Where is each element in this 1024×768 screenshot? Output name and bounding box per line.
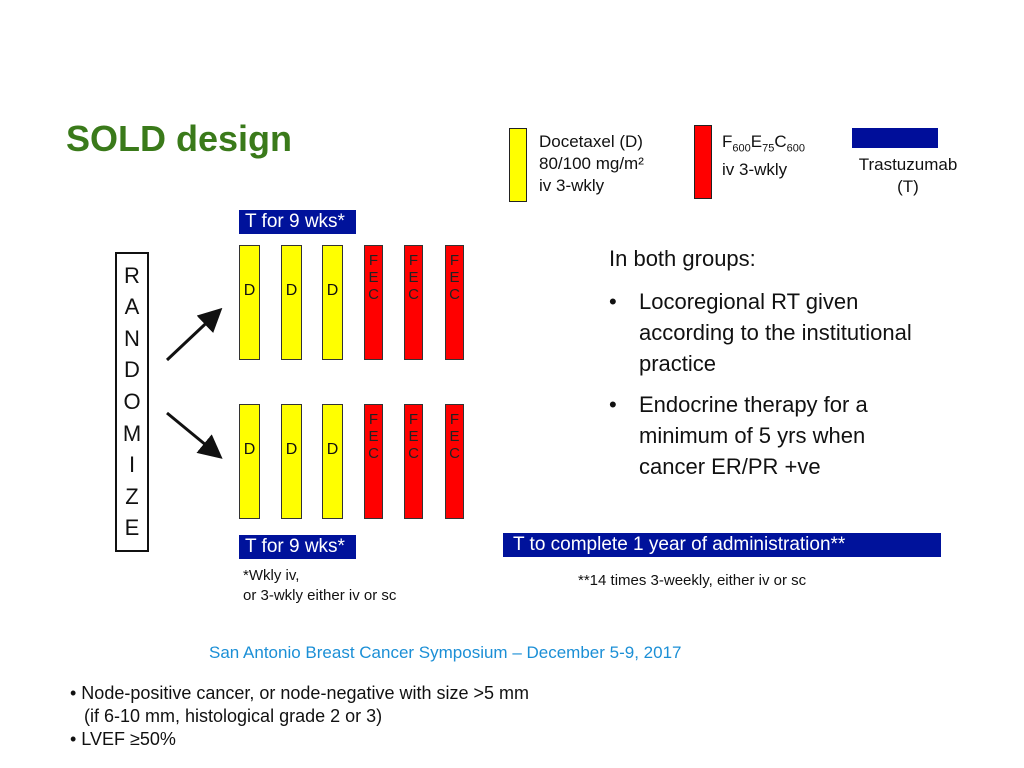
legend-fec-text: F600E75C600 iv 3-wkly xyxy=(722,131,805,181)
randomize-letter: A xyxy=(124,294,140,320)
right-panel-bullet: • Locoregional RT given according to the… xyxy=(609,286,929,379)
legend-trastuzumab-swatch xyxy=(852,128,938,148)
d-label: D xyxy=(326,441,339,458)
randomize-letter: Z xyxy=(125,483,139,509)
arrow-to-bottom-arm xyxy=(166,411,223,459)
fec-letter: C xyxy=(449,445,460,462)
fec-letter: C xyxy=(408,445,419,462)
legend-docetaxel-line2: 80/100 mg/m² xyxy=(539,154,644,173)
d-label: D xyxy=(243,441,256,458)
left-footnote: *Wkly iv, or 3-wkly either iv or sc xyxy=(243,566,396,606)
fec-letter: F xyxy=(449,411,460,428)
fec-letter: F xyxy=(449,252,460,269)
legend-fec-swatch xyxy=(694,125,712,199)
eligibility-item: • LVEF ≥50% xyxy=(70,729,176,749)
fec-letter: E xyxy=(368,428,379,445)
eligibility-item: (if 6-10 mm, histological grade 2 or 3) xyxy=(84,706,383,726)
legend-docetaxel-line1: Docetaxel (D) xyxy=(539,132,643,151)
randomize-letter: I xyxy=(128,452,136,478)
legend-docetaxel-line3: iv 3-wkly xyxy=(539,176,605,195)
eligibility-item: • Node-positive cancer, or node-negative… xyxy=(70,683,530,703)
top-arm-d-cycle: D xyxy=(239,245,260,360)
bullet-text: Locoregional RT given according to the i… xyxy=(639,289,912,376)
trastuzumab-complete-bar: T to complete 1 year of administration** xyxy=(503,533,941,557)
legend-docetaxel-swatch xyxy=(509,128,527,202)
right-panel: In both groups: • Locoregional RT given … xyxy=(609,243,929,482)
fec-letter: C xyxy=(368,286,379,303)
legend-trastuzumab-line2: (T) xyxy=(897,177,919,196)
randomize-letter: O xyxy=(123,388,141,414)
randomize-letter: R xyxy=(124,262,140,288)
randomize-box: R A N D O M I Z E xyxy=(115,252,149,552)
fec-letter: C xyxy=(408,286,419,303)
left-footnote-line2: or 3-wkly either iv or sc xyxy=(243,587,397,604)
fec-letter: C xyxy=(368,445,379,462)
eligibility-list: • Node-positive cancer, or node-negative… xyxy=(70,682,529,751)
top-arm-trastuzumab-bar: T for 9 wks* xyxy=(239,210,356,234)
randomize-letter: M xyxy=(122,420,142,446)
bottom-arm-d-cycle: D xyxy=(239,404,260,519)
fec-letter: F xyxy=(408,411,419,428)
bullet-dot: • xyxy=(609,392,617,417)
fec-letter: C xyxy=(449,286,460,303)
fec-letter: F xyxy=(368,252,379,269)
d-label: D xyxy=(285,282,298,299)
slide-title: SOLD design xyxy=(66,118,293,159)
right-footnote: **14 times 3-weekly, either iv or sc xyxy=(578,572,807,589)
bullet-text: Endocrine therapy for a minimum of 5 yrs… xyxy=(639,392,868,479)
randomize-letter: E xyxy=(124,515,140,541)
legend-trastuzumab-line1: Trastuzumab xyxy=(858,155,958,174)
fec-letter: F xyxy=(368,411,379,428)
conference-footer: San Antonio Breast Cancer Symposium – De… xyxy=(209,643,682,662)
bottom-arm-trastuzumab-bar: T for 9 wks* xyxy=(239,535,356,559)
d-label: D xyxy=(285,441,298,458)
d-label: D xyxy=(326,282,339,299)
top-arm-d-cycle: D xyxy=(322,245,343,360)
left-footnote-line1: *Wkly iv, xyxy=(243,567,300,584)
randomize-letter: N xyxy=(124,325,140,351)
fec-letter: E xyxy=(368,269,379,286)
legend-trastuzumab-text: Trastuzumab (T) xyxy=(852,154,964,198)
top-arm-d-cycle: D xyxy=(281,245,302,360)
bottom-arm-d-cycle: D xyxy=(322,404,343,519)
fec-letter: E xyxy=(449,428,460,445)
arrow-to-top-arm xyxy=(165,307,223,362)
right-panel-heading: In both groups: xyxy=(609,246,756,271)
legend-fec-line2: iv 3-wkly xyxy=(722,160,788,180)
fec-letter: E xyxy=(408,428,419,445)
right-panel-bullet: • Endocrine therapy for a minimum of 5 y… xyxy=(609,389,929,482)
randomize-letter: D xyxy=(124,357,140,383)
bullet-dot: • xyxy=(609,289,617,314)
fec-letter: E xyxy=(449,269,460,286)
fec-letter: F xyxy=(408,252,419,269)
legend-docetaxel-text: Docetaxel (D) 80/100 mg/m² iv 3-wkly xyxy=(539,131,644,197)
bottom-arm-d-cycle: D xyxy=(281,404,302,519)
randomization-arrows xyxy=(165,307,223,459)
legend-fec-line1: F600E75C600 xyxy=(722,132,805,155)
fec-letter: E xyxy=(408,269,419,286)
d-label: D xyxy=(243,282,256,299)
